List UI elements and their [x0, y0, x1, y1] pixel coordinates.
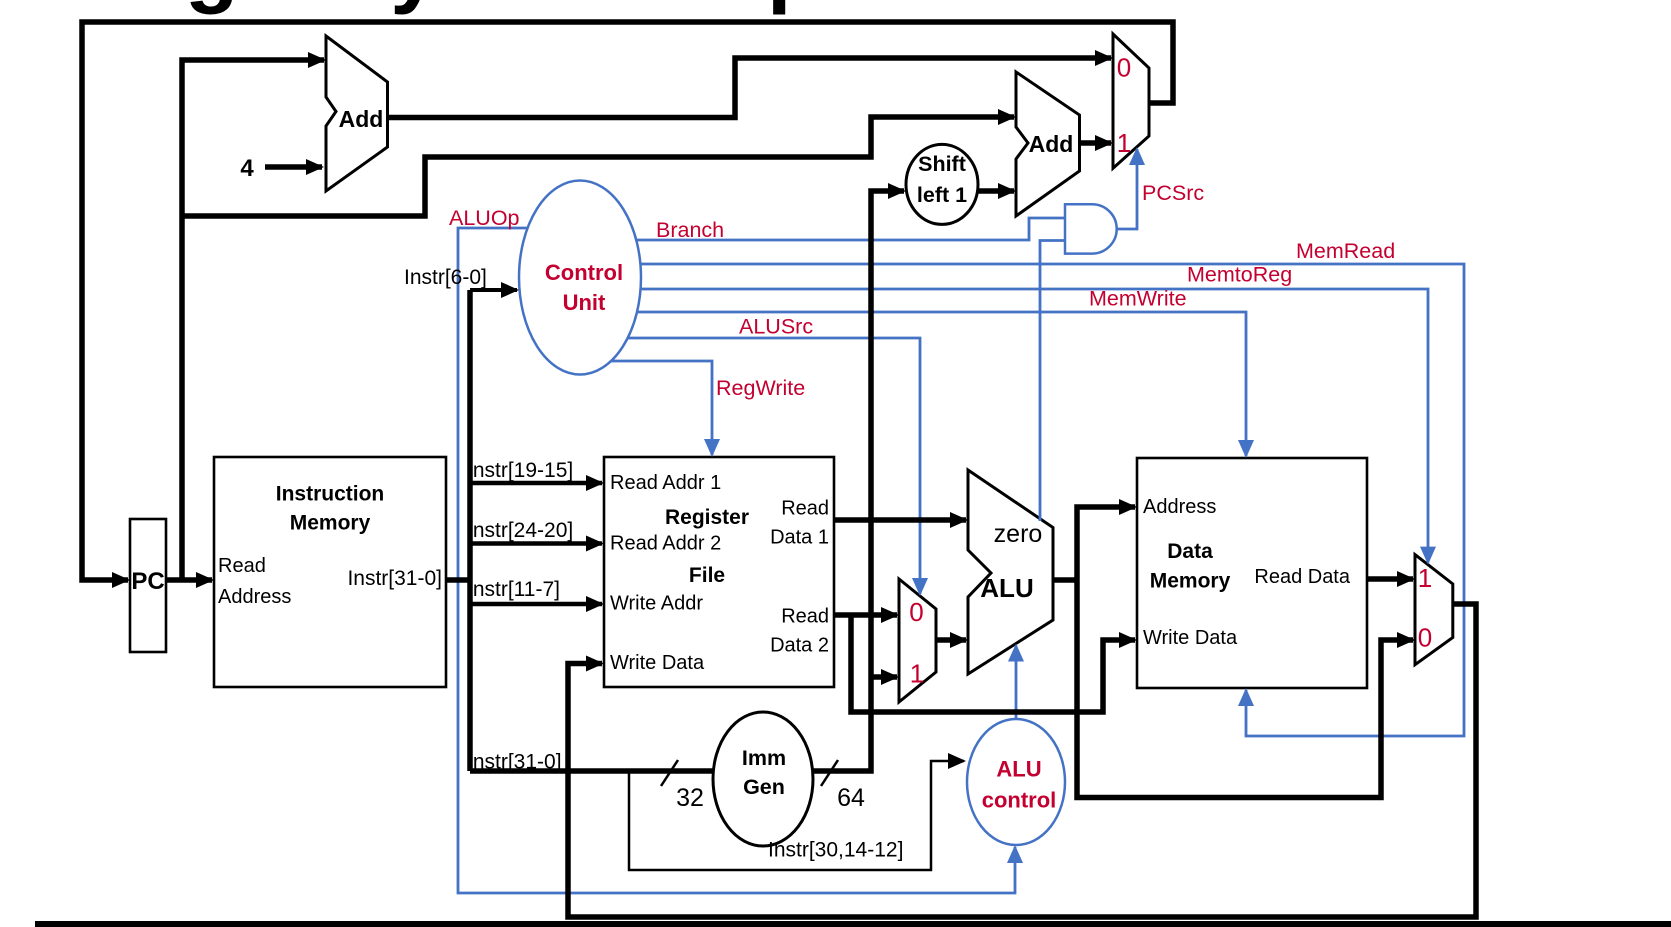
mux-pc-shape — [1111, 30, 1151, 172]
writeback-wire — [565, 601, 1479, 920]
dmem-write-data: Write Data — [1143, 627, 1238, 649]
pcsrc-wire — [1116, 147, 1145, 231]
mux-writeback-1-label: 1 — [1418, 563, 1432, 593]
imem-out-label: Instr[31-0] — [347, 567, 442, 590]
branch-wire — [636, 216, 1065, 242]
blocks — [128, 30, 1455, 848]
instruction-memory-box — [212, 455, 448, 689]
pc-box — [128, 517, 168, 654]
dmem-title-2: Memory — [1150, 570, 1231, 593]
register-file-box — [602, 455, 836, 689]
mux-writeback-shape — [1413, 551, 1455, 668]
alu-name-label: ALU — [980, 573, 1033, 603]
pc-to-add4-wire — [179, 52, 326, 580]
dmem-title-1: Data — [1167, 540, 1213, 563]
pcsrc-label: PCSrc — [1142, 181, 1204, 205]
rf-read-data-1b: Data 1 — [770, 527, 829, 549]
const4-label: 4 — [240, 155, 254, 182]
rf-write-addr: Write Addr — [610, 593, 703, 615]
data-memory-box — [1135, 456, 1369, 690]
dmem-read-data: Read Data — [1254, 566, 1350, 588]
alu-result-to-address-wire — [1074, 499, 1137, 580]
mux-alusrc-1-label: 1 — [910, 659, 924, 689]
instr-30-14-12-wire — [627, 753, 966, 872]
instr-11-7-label: Instr[11-7] — [467, 578, 560, 601]
regwrite-label: RegWrite — [716, 376, 805, 400]
rf-read-data-2b: Data 2 — [770, 635, 829, 657]
adder-pc4-label: Add — [339, 106, 384, 132]
memread-wire — [640, 262, 1466, 738]
control-unit-label-2: Unit — [563, 290, 606, 315]
adder-pc4-shape — [324, 33, 389, 194]
pc-to-branch-adder-wire — [182, 109, 1016, 219]
rf-write-data: Write Data — [610, 652, 705, 674]
rf-read-addr-1: Read Addr 1 — [610, 472, 721, 494]
mux-pc-0-label: 0 — [1117, 53, 1131, 83]
shift-left-shape — [904, 142, 980, 226]
aluop-wire — [456, 226, 1023, 895]
dmem-port-address: Address — [1143, 496, 1216, 518]
rf-read-data-2a: Read — [781, 606, 829, 628]
data-wires — [35, 19, 1671, 927]
imm-gen-shape — [711, 710, 815, 848]
alu-control-shape — [965, 717, 1067, 847]
rf-read-addr-2: Read Addr 2 — [610, 533, 721, 555]
width-32-slash — [659, 759, 680, 787]
imem-title-2: Memory — [290, 512, 371, 535]
pc-next-loop-wire — [79, 19, 1176, 588]
imem-title-1: Instruction — [276, 483, 385, 506]
mux-alusrc-shape — [897, 575, 938, 706]
mux-pc-1-label: 1 — [1117, 128, 1131, 158]
instr-31-0-label: Instr[31-0] — [467, 751, 562, 774]
memwrite-label: MemWrite — [1089, 287, 1187, 311]
pc-label: PC — [131, 568, 164, 595]
mux-writeback-0-label: 0 — [1418, 623, 1432, 653]
alusrc-wire — [628, 336, 928, 596]
alu-result-to-wb-mux-wire — [1074, 580, 1415, 801]
branch-label: Branch — [656, 218, 724, 242]
rf-read-data-1a: Read — [781, 498, 829, 520]
instr-30-14-12-label: Instr[30,14-12] — [768, 839, 903, 862]
alu-shape — [966, 467, 1055, 677]
and-gate-shape — [1063, 202, 1118, 255]
control-unit-label-1: Control — [545, 260, 623, 285]
width-64-slash — [819, 759, 840, 787]
mux-alusrc-0-label: 0 — [909, 597, 923, 627]
memtoreg-wire — [640, 287, 1436, 565]
adder-branch-label: Add — [1029, 131, 1074, 157]
labels: PC 4 Add Add Instruction Memory Read Add… — [131, 53, 1432, 862]
regwrite-wire — [611, 359, 720, 457]
slide-title: Single-cycle datapath — [48, 0, 953, 15]
imm-gen-label-1: Imm — [742, 746, 786, 770]
instr-19-15-label: Instr[19-15] — [467, 459, 573, 482]
shift-left-label-2: left 1 — [917, 183, 967, 207]
width-64-label: 64 — [837, 784, 865, 812]
imm-to-shift-wire — [813, 183, 906, 774]
memwrite-wire — [637, 310, 1254, 458]
alusrc-label: ALUSrc — [739, 315, 813, 339]
control-unit-shape — [517, 179, 643, 376]
memread-label: MemRead — [1296, 239, 1395, 263]
alu-zero-label: zero — [994, 520, 1043, 548]
aluop-label: ALUOp — [449, 206, 520, 230]
width-32-label: 32 — [676, 784, 704, 812]
rf-title-1: Register — [665, 506, 749, 529]
pc-plus-4-wire — [387, 50, 1113, 121]
rf-title-2: File — [689, 564, 725, 587]
shift-left-label-1: Shift — [918, 152, 966, 176]
alu-control-label-2: control — [982, 788, 1057, 813]
imem-port-address: Address — [218, 586, 291, 608]
memtoreg-label: MemtoReg — [1187, 263, 1292, 287]
adder-branch-shape — [1014, 69, 1081, 219]
imem-port-read: Read — [218, 555, 266, 577]
imm-gen-label-2: Gen — [743, 775, 785, 799]
alu-control-label-1: ALU — [996, 757, 1041, 782]
instr-6-0-label: Instr[6-0] — [404, 266, 487, 289]
control-wires — [456, 147, 1466, 895]
instr-24-20-label: Instr[24-20] — [467, 519, 573, 542]
zero-wire — [1038, 239, 1065, 521]
read-data-2-to-dmem-wire — [848, 615, 1137, 715]
